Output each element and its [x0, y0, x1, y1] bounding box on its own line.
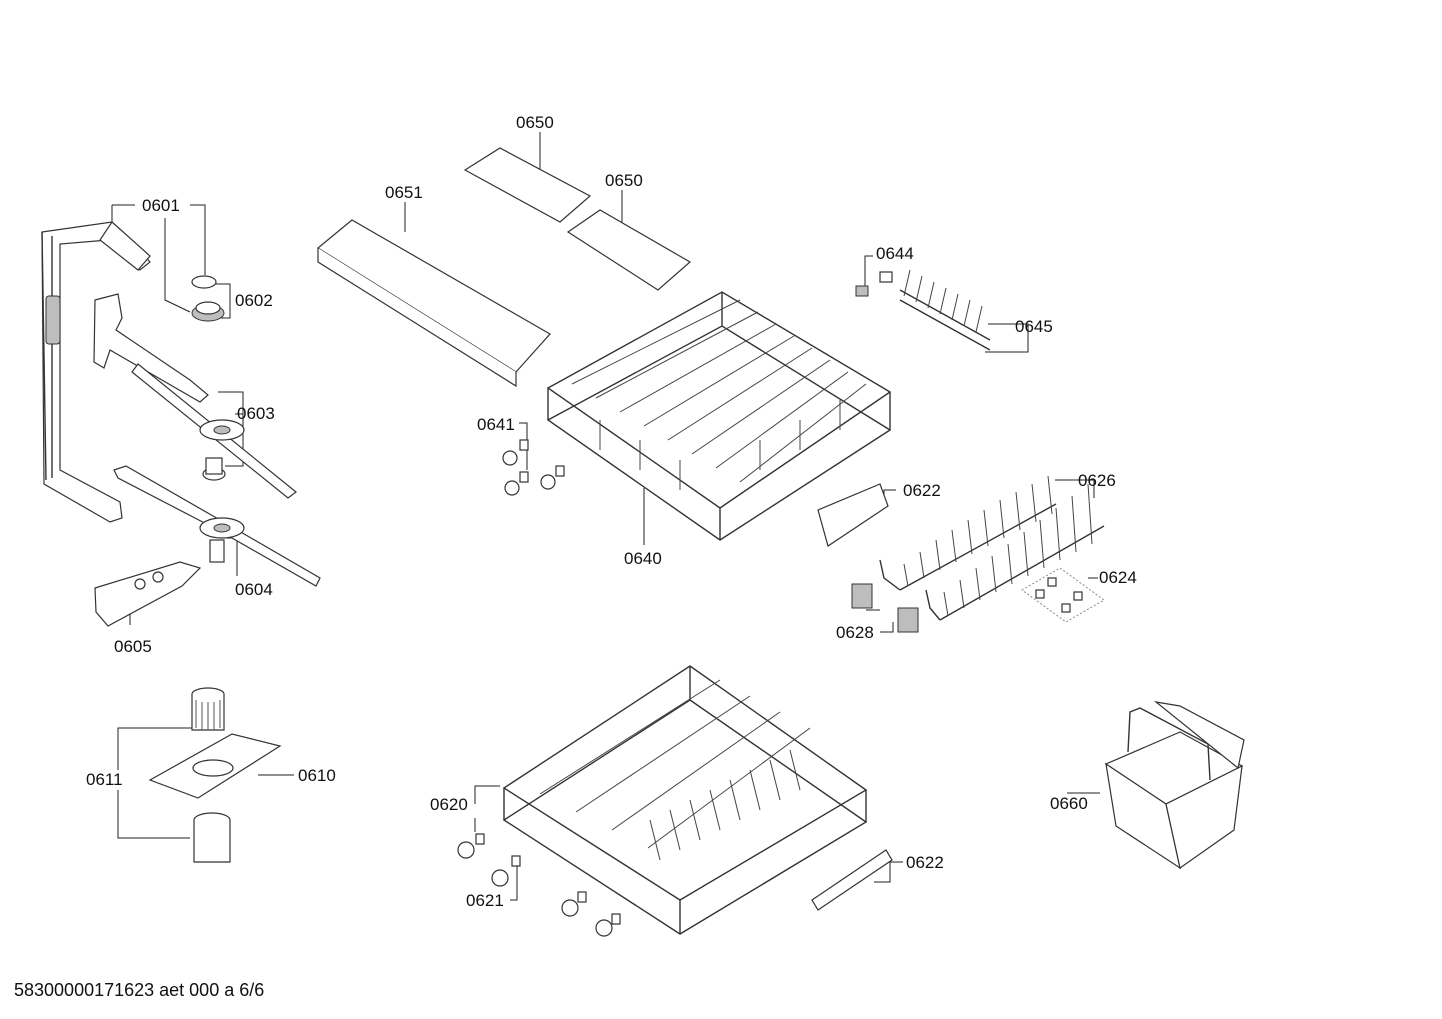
callout-0622-upper: 0622	[903, 481, 941, 500]
callout-0603: 0603	[237, 404, 275, 423]
leader-lines	[111, 132, 1100, 901]
supply-pipe-part	[41, 221, 151, 523]
callout-0644: 0644	[876, 244, 914, 263]
callout-0650-second: 0650	[605, 171, 643, 190]
nut-part	[191, 275, 225, 322]
callout-labels: 0601 0602 0603 0604 0605 0610 0611 0620 …	[86, 113, 1137, 910]
lower-wheels-part	[457, 833, 621, 937]
upper-spray-arm-part	[93, 293, 297, 499]
cover-plate-part	[94, 561, 202, 627]
callout-0601: 0601	[142, 196, 180, 215]
callout-0622-lower: 0622	[906, 853, 944, 872]
plate-rack-part	[879, 475, 1105, 621]
callout-0660: 0660	[1050, 794, 1088, 813]
callout-0621: 0621	[466, 891, 504, 910]
cutlery-basket-part	[1104, 701, 1245, 870]
handle-part	[811, 483, 893, 911]
callout-0602: 0602	[235, 291, 273, 310]
callout-0610: 0610	[298, 766, 336, 785]
document-id-footer: 58300000171623 aet 000 a 6/6	[14, 980, 265, 1000]
callout-0651: 0651	[385, 183, 423, 202]
callout-0605: 0605	[114, 637, 152, 656]
callout-0628: 0628	[836, 623, 874, 642]
callout-0626: 0626	[1078, 471, 1116, 490]
callout-0650-top: 0650	[516, 113, 554, 132]
lower-basket-part	[502, 665, 868, 935]
lower-spray-arm-part	[113, 465, 321, 587]
callout-0640: 0640	[624, 549, 662, 568]
filter-part	[148, 687, 282, 863]
cutlery-tray-part	[316, 147, 692, 388]
callout-0604: 0604	[235, 580, 273, 599]
callout-0624: 0624	[1099, 568, 1137, 587]
clips-part	[851, 567, 1105, 633]
callout-0611: 0611	[86, 770, 123, 789]
callout-0645: 0645	[1015, 317, 1053, 336]
cup-shelf-part	[855, 269, 991, 351]
callout-0620: 0620	[430, 795, 468, 814]
upper-wheels-part	[502, 439, 565, 496]
callout-0641: 0641	[477, 415, 515, 434]
upper-basket-part	[546, 291, 892, 541]
